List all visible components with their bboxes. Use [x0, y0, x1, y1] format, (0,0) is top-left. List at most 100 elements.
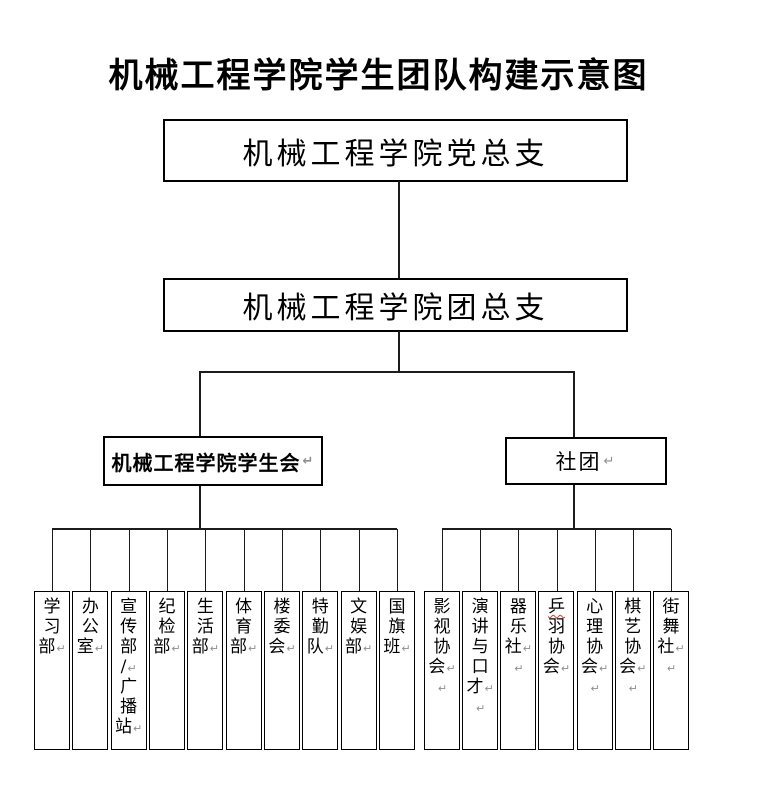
connector-line [282, 529, 283, 592]
org-child-char: 口 [471, 657, 489, 677]
return-mark-icon: ↵ [56, 642, 66, 655]
connector-line [671, 529, 672, 592]
node-party-branch-label: 机械工程学院党总支 [242, 136, 549, 172]
org-child-char: 棋 [624, 597, 642, 617]
return-mark-icon: ↵ [286, 642, 296, 655]
student-union-children-row: 学习部↵办公室↵宣传部/↵广播站↵纪检部↵生活部↵体育部↵楼委会↵特勤队↵文娱部… [34, 591, 415, 750]
org-child-char: 乒 [547, 597, 565, 617]
org-child-char: 公 [81, 617, 99, 637]
org-child-box: 办公室↵ [72, 591, 109, 750]
org-child-char: 协 [624, 637, 642, 657]
return-mark-icon: ↵ [302, 453, 315, 469]
org-child-box: 文娱部↵ [340, 591, 377, 750]
connector-line [199, 371, 575, 373]
org-child-box: 特勤队↵ [302, 591, 339, 750]
return-mark-icon: ↵ [628, 682, 638, 695]
return-mark-icon: ↵ [437, 682, 448, 695]
org-child-char: 委 [273, 617, 291, 637]
org-child-char: 特 [311, 597, 329, 617]
org-child-char: 播 [120, 697, 138, 717]
return-mark-icon: ↵ [171, 642, 181, 655]
connector-line [557, 529, 558, 592]
org-child-box: 乒羽协会↵ [538, 591, 575, 750]
node-party-branch: 机械工程学院党总支 [163, 119, 628, 182]
connector-line [480, 529, 481, 592]
chart-title: 机械工程学院学生团队构建示意图 [108, 56, 649, 96]
connector-line [359, 529, 360, 592]
org-child-char: 队 [306, 637, 324, 657]
org-child-char: 舞 [662, 617, 680, 637]
org-child-char: 与 [471, 637, 489, 657]
return-mark-icon: ↵ [675, 642, 685, 655]
org-child-box: 心理协会↵↵ [576, 591, 613, 750]
org-child-char: 学 [43, 597, 61, 617]
org-child-char: 协 [586, 637, 604, 657]
return-mark-icon: ↵ [603, 453, 617, 469]
return-mark-icon: ↵ [514, 662, 524, 675]
org-child-char: 广 [120, 677, 138, 697]
org-child-char: 部 [230, 637, 248, 657]
return-mark-icon: ↵ [522, 642, 532, 655]
org-child-char: 艺 [624, 617, 642, 637]
org-child-char: 会 [268, 637, 286, 657]
org-child-char: 会 [619, 657, 637, 677]
return-mark-icon: ↵ [590, 682, 600, 695]
org-child-box: 街舞社↵↵ [652, 591, 689, 750]
org-child-char: 社 [657, 637, 675, 657]
connector-line [199, 371, 201, 436]
clubs-children-row: 影视协会↵↵演讲与口才↵↵器乐社↵↵乒羽协会↵心理协会↵↵棋艺协会↵↵街舞社↵↵ [424, 591, 689, 750]
connector-line [320, 529, 321, 592]
return-mark-icon: ↵ [363, 642, 373, 655]
return-mark-icon: ↵ [94, 642, 104, 655]
connector-line [398, 331, 400, 371]
connector-line [633, 529, 634, 592]
org-child-char: 乐 [509, 617, 527, 637]
node-clubs-label: 社团 [555, 450, 602, 474]
org-child-char: 习 [43, 617, 61, 637]
connector-line [129, 529, 130, 592]
org-child-box: 演讲与口才↵↵ [462, 591, 499, 750]
org-child-char: 室 [76, 637, 94, 657]
return-mark-icon: ↵ [560, 662, 571, 675]
return-mark-icon: ↵ [599, 662, 609, 675]
return-mark-icon: ↵ [401, 642, 411, 655]
org-child-char: 国 [388, 597, 406, 617]
org-child-box: 宣传部/↵广播站↵ [110, 591, 147, 750]
org-child-box: 生活部↵ [187, 591, 224, 750]
connector-line [52, 529, 53, 592]
connector-line [397, 529, 398, 592]
node-league-branch-label: 机械工程学院团总支 [242, 291, 549, 326]
return-mark-icon: ↵ [666, 662, 677, 675]
return-mark-icon: ↵ [484, 682, 494, 695]
org-child-char: 社 [504, 637, 522, 657]
org-child-char: 生 [196, 597, 214, 617]
connector-line [398, 181, 400, 278]
org-child-char: 会 [428, 657, 446, 677]
node-league-branch: 机械工程学院团总支 [163, 278, 628, 332]
connector-line [167, 529, 168, 592]
node-clubs: 社团↵ [505, 437, 667, 485]
connector-line [52, 528, 397, 530]
return-mark-icon: ↵ [476, 702, 486, 715]
org-child-char: 街 [662, 597, 680, 617]
org-child-char: 纪 [158, 597, 176, 617]
node-student-union-label: 机械工程学院学生会 [111, 450, 301, 475]
org-child-char: 站 [115, 717, 133, 737]
org-child-box: 棋艺协会↵↵ [614, 591, 651, 750]
connector-line [442, 529, 443, 592]
connector-line [199, 486, 201, 530]
org-child-box: 器乐社↵↵ [500, 591, 537, 750]
org-child-char: 宣 [120, 597, 138, 617]
org-child-char: 心 [586, 597, 604, 617]
return-mark-icon: ↵ [324, 642, 334, 655]
org-child-char: 讲 [471, 617, 489, 637]
connector-line [244, 529, 245, 592]
org-child-char: 部 [38, 637, 56, 657]
org-child-box: 纪检部↵ [148, 591, 185, 750]
org-child-char: / [120, 657, 127, 677]
org-child-char: 育 [235, 617, 253, 637]
connector-line [518, 529, 519, 592]
org-child-char: 体 [235, 597, 253, 617]
return-mark-icon: ↵ [133, 722, 143, 735]
